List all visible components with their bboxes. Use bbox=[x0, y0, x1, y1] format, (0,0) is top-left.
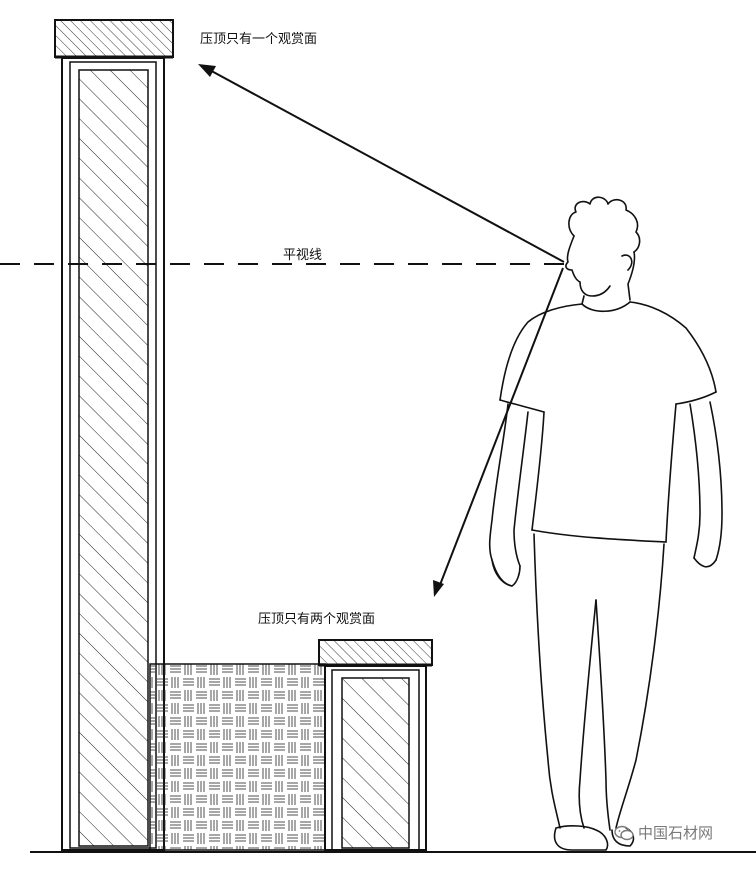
sight-line-down bbox=[433, 267, 564, 597]
low-wall bbox=[149, 663, 326, 851]
tall-coping bbox=[54, 19, 174, 59]
low-pillar bbox=[324, 665, 427, 851]
watermark: 中国石材网 bbox=[614, 822, 713, 843]
tall-coping-label: 压顶只有一个观赏面 bbox=[200, 32, 318, 47]
watermark-text: 中国石材网 bbox=[638, 824, 714, 842]
low-coping bbox=[318, 639, 433, 667]
sight-line-up bbox=[198, 64, 565, 263]
person-figure bbox=[488, 196, 723, 851]
tall-pillar bbox=[61, 57, 165, 851]
low-coping-label: 压顶只有两个观赏面 bbox=[258, 612, 376, 627]
wechat-icon bbox=[614, 825, 634, 841]
eye-level-label: 平视线 bbox=[283, 248, 323, 263]
